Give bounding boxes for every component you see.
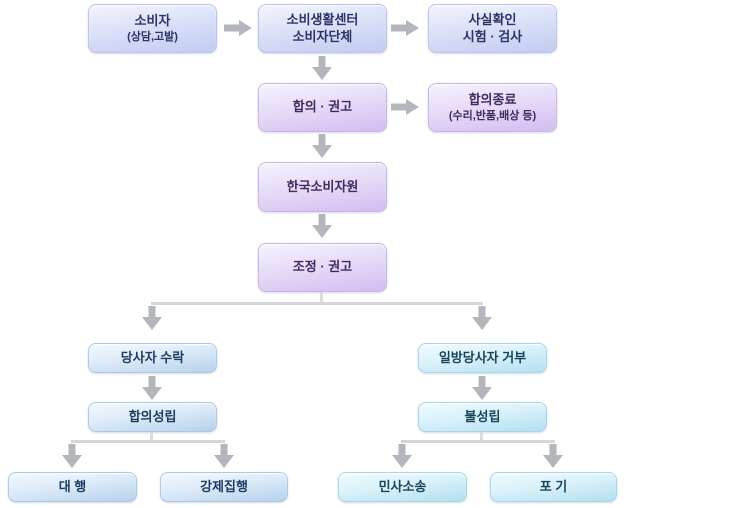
arrow-down-icon [312,134,332,158]
node-agreement-end-sublabel: (수리,반품,배상 등) [448,109,537,122]
arrow-down-icon [214,444,234,468]
arrow-down-icon [312,214,332,238]
arrow-down-icon [142,306,162,330]
node-agreement-settled-label: 합의성립 [128,408,177,424]
node-not-settled-label: 불성립 [464,408,501,424]
arrow-right-icon [391,99,419,115]
node-civil-suit: 민사소송 [338,472,467,502]
node-mediation-recommend-label: 조정 · 권고 [292,259,353,275]
node-mediation-recommend: 조정 · 권고 [258,243,387,292]
node-enforcement: 강제집행 [160,472,288,502]
node-party-reject: 일방당사자 거부 [418,343,547,373]
node-fact-check-label: 사실확인 [468,11,517,27]
node-agreement-recommend-label: 합의 · 권고 [292,99,353,115]
arrow-down-icon [472,376,492,400]
node-consumer-sublabel: (상담,고발) [127,30,178,43]
node-consumer-label: 소비자 [134,12,171,28]
node-proxy-label: 대 행 [58,478,87,494]
node-party-accept-label: 당사자 수락 [120,349,185,365]
node-agreement-end: 합의종료 (수리,반품,배상 등) [428,83,557,132]
node-fact-check-label2: 시험 · 검사 [462,28,523,44]
arrow-down-icon [62,444,82,468]
node-party-reject-label: 일방당사자 거부 [438,349,527,365]
node-consumer: 소비자 (상담,고발) [88,4,217,53]
arrow-down-icon [312,56,332,80]
connector-line [480,432,483,441]
node-consumer-center-label: 소비생활센터 [286,11,359,27]
connector-line [150,432,153,441]
node-agreement-settled: 합의성립 [88,402,217,432]
node-consumer-center: 소비생활센터 소비자단체 [258,4,387,53]
node-enforcement-label: 강제집행 [200,478,248,494]
arrow-down-icon [392,444,412,468]
node-fact-check: 사실확인 시험 · 검사 [428,4,557,53]
node-give-up-label: 포 기 [539,478,568,494]
connector-line [320,292,323,303]
connector-line [401,440,555,443]
node-not-settled: 불성립 [418,402,547,432]
node-party-accept: 당사자 수락 [88,343,217,373]
arrow-right-icon [224,20,252,36]
node-kca: 한국소비자원 [258,162,387,212]
arrow-down-icon [142,376,162,400]
arrow-down-icon [543,444,563,468]
connector-line [71,440,225,443]
arrow-down-icon [472,306,492,330]
connector-line [151,302,483,305]
node-civil-suit-label: 민사소송 [378,478,427,494]
node-proxy: 대 행 [8,472,137,502]
node-kca-label: 한국소비자원 [286,178,359,194]
node-agreement-end-label: 합의종료 [468,91,517,107]
node-consumer-center-label2: 소비자단체 [292,28,353,44]
node-agreement-recommend: 합의 · 권고 [258,83,387,132]
node-give-up: 포 기 [490,472,617,502]
arrow-right-icon [391,20,419,36]
